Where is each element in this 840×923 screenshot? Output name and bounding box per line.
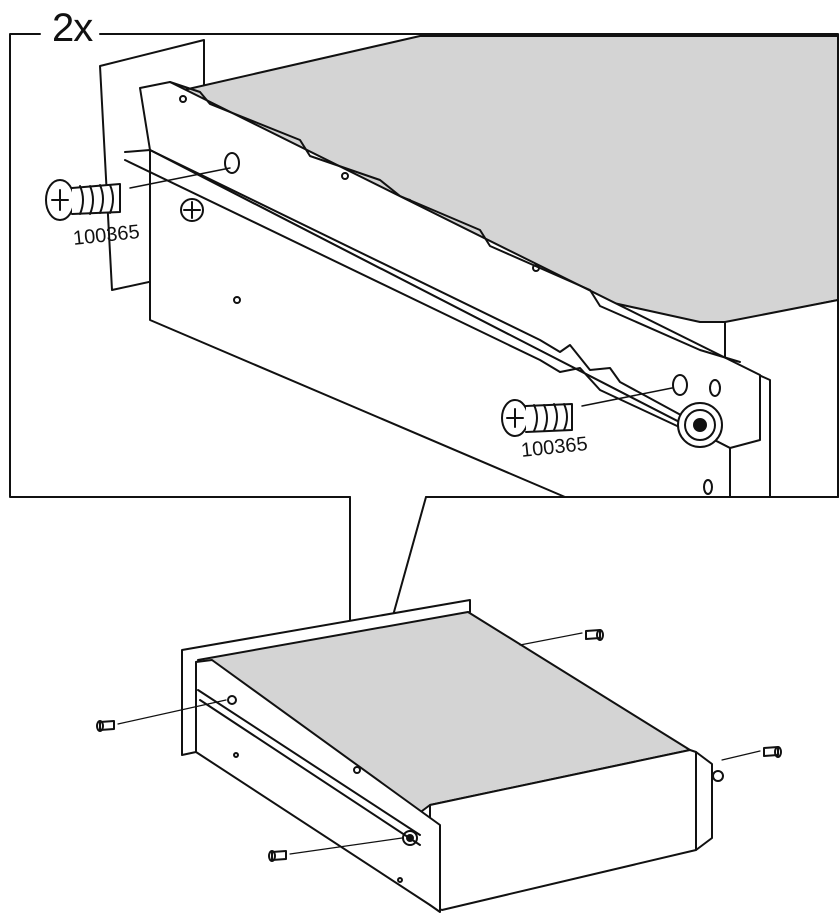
screw-hole-right [672, 374, 688, 396]
detail-view [45, 35, 839, 498]
small-screw-icon [763, 746, 782, 758]
screw-100365-icon [45, 179, 121, 221]
detail-side-panel [149, 149, 731, 498]
screw-100365-icon [501, 399, 573, 437]
insertion-line-left [129, 167, 231, 189]
quantity-label: 2x [48, 6, 97, 50]
screw-hole-left [224, 152, 240, 174]
roller-wheel-icon [677, 402, 723, 448]
drawer-right-end [695, 751, 713, 851]
mounted-screw-icon [180, 198, 204, 222]
insertion-line-right [581, 387, 673, 407]
drawer-overview [96, 599, 782, 913]
small-screw-icon [268, 850, 287, 862]
small-screw-icon [585, 629, 604, 641]
drawer-left-side [195, 659, 441, 913]
small-screw-icon [96, 720, 115, 732]
